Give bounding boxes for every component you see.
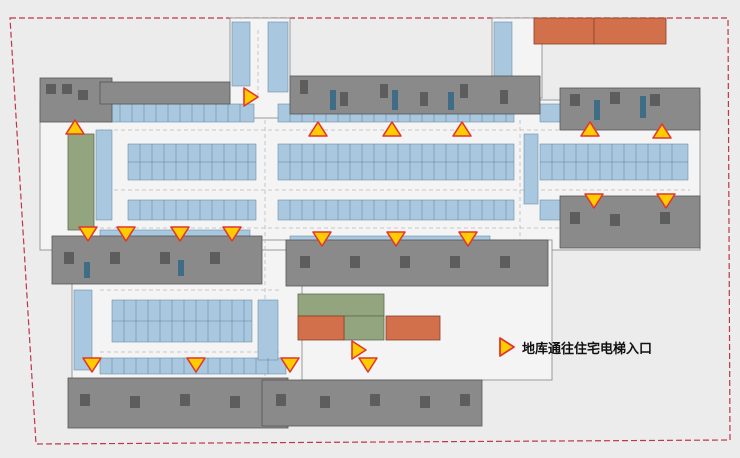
elevator-entry-marker [458, 231, 478, 247]
legend-label: 地库通往住宅电梯入口 [522, 341, 653, 357]
elevator-entry-marker [312, 231, 332, 247]
elevator-entry-marker [243, 87, 259, 107]
elevator-entry-marker [358, 357, 378, 373]
orange-rooms [297, 17, 667, 341]
elevator-entry-marker [386, 231, 406, 247]
green-rooms [67, 133, 385, 341]
elevator-entry-marker [351, 340, 367, 360]
elevator-entry-marker [186, 357, 206, 373]
elevator-entry-marker [280, 357, 300, 373]
elevator-entry-markers [65, 87, 676, 373]
elevator-entry-marker [222, 226, 242, 242]
elevator-cores [84, 90, 646, 278]
elevator-entry-marker [65, 119, 85, 135]
elevator-entry-marker [116, 226, 136, 242]
elevator-entry-marker [78, 226, 98, 242]
elevator-entry-marker [382, 121, 402, 137]
map-legend: 地库通往住宅电梯入口 [498, 336, 652, 358]
elevator-entry-marker [308, 121, 328, 137]
stall-dividers [111, 104, 688, 374]
site-boundary [9, 17, 731, 445]
elevator-entry-marker [652, 123, 672, 139]
elevator-entry-marker [580, 121, 600, 137]
building-details [46, 80, 670, 408]
elevator-entry-marker [170, 226, 190, 242]
elevator-entry-marker [82, 357, 102, 373]
elevator-entry-marker [452, 121, 472, 137]
elevator-entry-triangle-icon [499, 337, 515, 357]
elevator-entry-marker [656, 193, 676, 209]
elevator-entry-marker [584, 193, 604, 209]
